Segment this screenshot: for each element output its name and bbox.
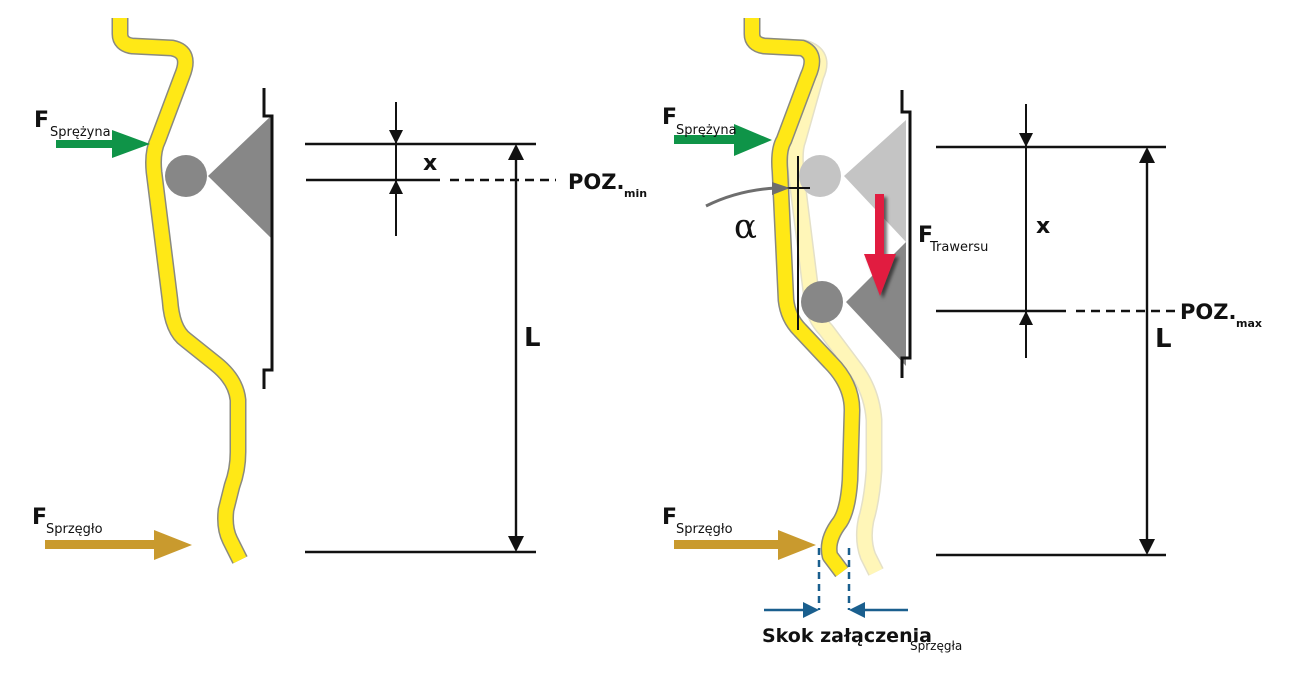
right-stroke-label: Skok załączenia — [762, 625, 932, 647]
left-clutch-force-arrow — [45, 530, 192, 560]
right-lever — [743, 18, 861, 578]
right-position-label: POZ. — [1180, 300, 1236, 324]
left-clutch-force-sub: Sprzęgło — [46, 522, 103, 537]
right-angle-pointer-arrow — [705, 182, 790, 208]
right-traverse-force-sub: Trawersu — [929, 240, 988, 255]
right-spring-force-arrow — [674, 124, 772, 156]
right-x-label: x — [1036, 214, 1050, 239]
left-spring-force-sub: Sprężyna — [50, 125, 111, 140]
left-spring-force-label: F — [34, 108, 49, 133]
right-bearing-wedge — [846, 242, 906, 366]
right-clutch-force-label: F — [662, 505, 677, 530]
right-bearing-ball-ghost — [799, 155, 841, 197]
right-clutch-force-sub: Sprzęgło — [676, 522, 733, 537]
right-bearing-ball — [801, 281, 843, 323]
right-traverse-force-label: F — [918, 223, 933, 248]
right-angle-label: α — [734, 207, 757, 247]
right-spring-force-label: F — [662, 105, 677, 130]
left-panel: F Sprężyna F Sprzęgło x — [32, 18, 647, 564]
left-bearing-wedge — [208, 116, 271, 238]
right-x-dimension — [1019, 104, 1033, 358]
left-position-label: POZ. — [568, 170, 624, 194]
right-stroke-markers — [764, 548, 908, 618]
left-l-label: L — [524, 323, 541, 353]
left-bearing-ball — [165, 155, 207, 197]
left-clutch-force-label: F — [32, 505, 47, 530]
right-l-label: L — [1155, 324, 1172, 354]
right-clutch-force-arrow — [674, 530, 816, 560]
left-position-sub: min — [624, 187, 647, 200]
right-stroke-sub: Sprzęgła — [910, 639, 962, 653]
left-l-dimension — [508, 144, 524, 552]
right-bracket — [900, 90, 912, 378]
right-traverse-force-arrow — [864, 194, 896, 296]
left-bracket — [262, 88, 274, 389]
left-x-label: x — [423, 151, 437, 176]
right-position-sub: max — [1236, 317, 1262, 330]
left-x-dimension — [389, 102, 403, 236]
right-l-dimension — [1139, 147, 1155, 555]
left-spring-force-arrow — [56, 130, 150, 158]
left-lever — [111, 18, 248, 564]
right-panel: F Sprężyna α F Trawersu F Sp — [662, 18, 1262, 653]
right-bearing-wedge-ghost — [844, 120, 906, 242]
right-spring-force-sub: Sprężyna — [676, 123, 737, 138]
